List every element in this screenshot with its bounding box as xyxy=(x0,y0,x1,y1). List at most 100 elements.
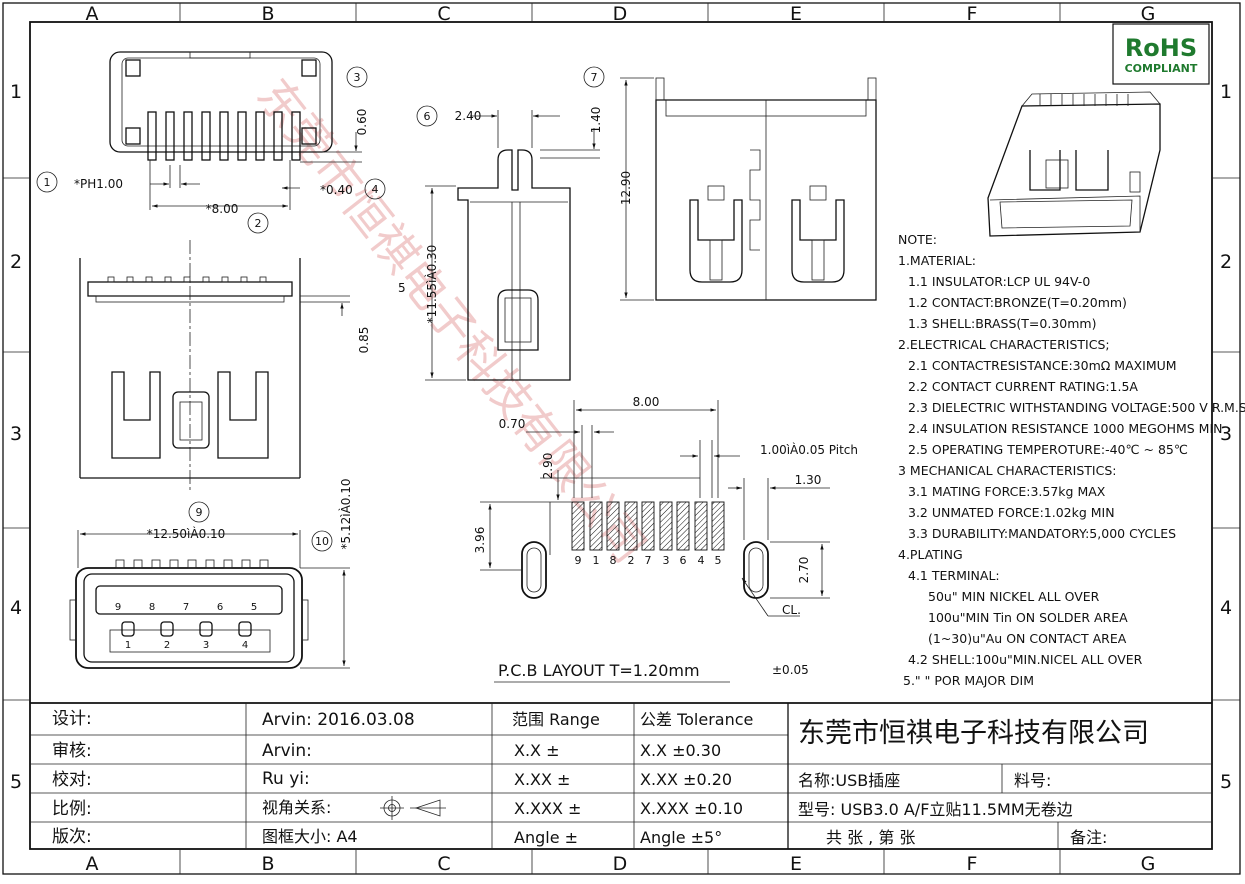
model-label: 型号: USB3.0 A/F立贴11.5MM无卷边 xyxy=(798,800,1073,819)
grid-col-top-B: B xyxy=(261,3,274,25)
design-value: Arvin: 2016.03.08 xyxy=(262,710,415,730)
balloon-label: 3 xyxy=(354,71,361,84)
balloon-10 xyxy=(311,530,333,552)
dim-8-00: *8.00 xyxy=(206,202,239,216)
grid-col-top-C: C xyxy=(437,3,450,25)
side-view-pin xyxy=(259,276,267,283)
tolerance-row: X.XX ±0.20 xyxy=(640,770,732,789)
grid-row-left-1: 1 xyxy=(10,81,22,103)
balloon-6 xyxy=(416,105,438,127)
front-pin-label-top: 7 xyxy=(183,602,189,613)
note-line: 2.1 CONTACTRESISTANCE:30mΩ MAXIMUM xyxy=(908,358,1177,373)
dim-pcb-3-96: 3.96 xyxy=(473,527,487,554)
side-view-pin xyxy=(202,276,210,283)
front-view-tooth xyxy=(115,559,125,569)
check-value: Ru yi: xyxy=(262,769,310,789)
side-view-pin xyxy=(164,276,172,283)
inner-frame xyxy=(29,21,1213,850)
company-name: 东莞市恒祺电子科技有限公司 xyxy=(798,718,1149,749)
check-label: 校对: xyxy=(52,770,92,790)
grid-row-left-4: 4 xyxy=(10,597,22,619)
front-view-tooth xyxy=(169,559,179,569)
rohs-subtitle: COMPLIANT xyxy=(1125,62,1198,75)
note-line: NOTE: xyxy=(898,232,937,247)
part-name: 名称:USB插座 xyxy=(798,771,900,790)
range-row: X.XX ± xyxy=(514,770,570,789)
version-label: 版次: xyxy=(52,827,92,847)
front-pin-label-bottom: 2 xyxy=(164,640,170,651)
dim-pcb-2-70: 2.70 xyxy=(797,557,811,584)
range-header: 范围 Range xyxy=(512,710,600,729)
top-view-pin xyxy=(237,111,247,161)
pcb-pin-label: 9 xyxy=(575,554,582,567)
design-label: 设计: xyxy=(52,709,92,729)
sheet-count: 共 张 , 第 张 xyxy=(826,828,915,847)
front-pin-label-top: 6 xyxy=(217,602,223,613)
front-pin-label-top: 5 xyxy=(251,602,257,613)
dim-pcb-1-30: 1.30 xyxy=(795,473,822,487)
balloon-4 xyxy=(364,178,386,200)
pcb-pin-label: 3 xyxy=(663,554,670,567)
dim-0-60: 0.60 xyxy=(355,109,369,136)
projection-symbol-icon xyxy=(380,796,446,820)
note-line: 1.3 SHELL:BRASS(T=0.30mm) xyxy=(908,316,1096,331)
grid-row-right-5: 5 xyxy=(1220,771,1232,793)
top-view-pin xyxy=(147,111,157,161)
range-row: X.XXX ± xyxy=(514,799,581,818)
note-line: 100u"MIN Tin ON SOLDER AREA xyxy=(928,610,1128,625)
grid-col-top-E: E xyxy=(790,3,802,25)
balloon-label: 9 xyxy=(196,506,203,519)
pcb-pad xyxy=(641,501,655,551)
front-pin-label-bottom: 4 xyxy=(242,640,248,651)
tolerance-row: X.X ±0.30 xyxy=(640,741,721,760)
front-view-tooth xyxy=(241,559,251,569)
balloon-3 xyxy=(346,66,368,88)
pcb-pad xyxy=(711,501,725,551)
dim-pcb-cl: CL. xyxy=(782,603,801,617)
grid-row-right-1: 1 xyxy=(1220,81,1232,103)
pcb-pad xyxy=(589,501,603,551)
note-line: 3 MECHANICAL CHARACTERISTICS: xyxy=(898,463,1117,478)
dim-pcb-8-00: 8.00 xyxy=(633,395,660,409)
pcb-pin-label: 2 xyxy=(628,554,635,567)
top-view-pin xyxy=(273,111,283,161)
pcb-pin-label: 1 xyxy=(593,554,600,567)
dim-1-40: 1.40 xyxy=(589,107,603,134)
dim-pcb-0-70: 0.70 xyxy=(499,417,526,431)
balloon-7 xyxy=(583,66,605,88)
front-pin-label-bottom: 1 xyxy=(125,640,131,651)
notes-block: NOTE:1.MATERIAL:1.1 INSULATOR:LCP UL 94V… xyxy=(898,232,1245,688)
dim-5: 5 xyxy=(398,281,406,295)
title-block: 设计: Arvin: 2016.03.08 审核: Arvin: 校对: Ru … xyxy=(30,702,1212,849)
review-label: 审核: xyxy=(52,741,92,761)
top-view-pin xyxy=(291,111,301,161)
pcb-pad xyxy=(606,501,620,551)
tolerance-row: X.XXX ±0.10 xyxy=(640,799,743,818)
grid-col-bottom-C: C xyxy=(437,853,450,875)
front-view-tooth xyxy=(205,559,215,569)
balloon-2 xyxy=(247,212,269,234)
grid-col-bottom-A: A xyxy=(86,853,99,875)
top-view-pin xyxy=(183,111,193,161)
scale-label: 比例: xyxy=(52,799,92,819)
front-view-tooth xyxy=(151,559,161,569)
note-line: 3.2 UNMATED FORCE:1.02kg MIN xyxy=(908,505,1115,520)
tolerance-row: Angle ±5° xyxy=(640,828,722,847)
grid-col-bottom-D: D xyxy=(613,853,628,875)
pcb-pin-label: 6 xyxy=(680,554,687,567)
dim-0-40: *0.40 xyxy=(320,183,353,197)
dim-pitch: *PH1.00 xyxy=(74,177,123,191)
rohs-title: RoHS xyxy=(1125,34,1197,62)
side-view-pin xyxy=(183,276,191,283)
front-pin-label-top: 8 xyxy=(149,602,155,613)
note-line: 2.ELECTRICAL CHARACTERISTICS; xyxy=(898,337,1110,352)
note-line: 1.MATERIAL: xyxy=(898,253,976,268)
grid-col-bottom-B: B xyxy=(261,853,274,875)
front-pin-label-bottom: 3 xyxy=(203,640,209,651)
dim-pcb-2-90: 2.90 xyxy=(541,453,555,480)
pcb-title: P.C.B LAYOUT T=1.20mm xyxy=(498,661,700,680)
